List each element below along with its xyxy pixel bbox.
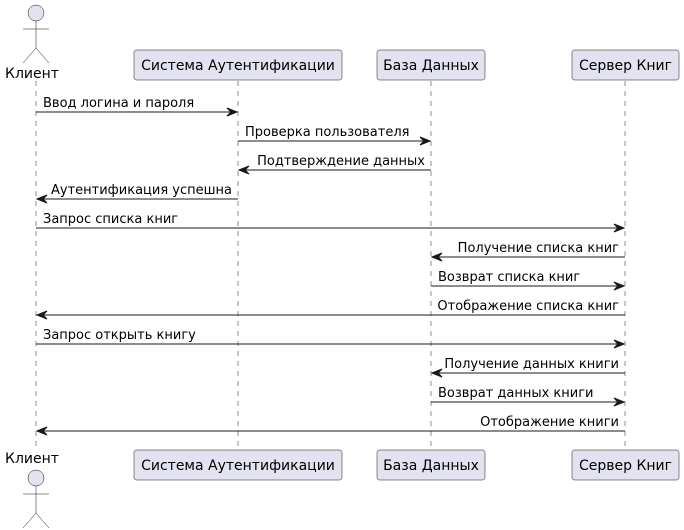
arrowhead-icon xyxy=(613,339,626,349)
arrowhead-icon xyxy=(419,136,432,146)
message-9: Запрос открыть книгу xyxy=(36,328,626,349)
message-label: Проверка пользователя xyxy=(245,125,409,140)
participant-label: Сервер Книг xyxy=(579,58,672,74)
actor-icon xyxy=(22,4,50,64)
participants-top: Клиент Система Аутентификации База Данных С… xyxy=(5,4,680,82)
actor-client-top: Клиент xyxy=(5,4,59,82)
arrowhead-icon xyxy=(35,310,48,320)
participant-box xyxy=(376,449,486,481)
message-1: Ввод логина и пароля xyxy=(36,96,239,117)
participant-db-top: База Данных xyxy=(376,49,486,81)
message-label: Получение списка книг xyxy=(458,241,619,256)
participant-books-bottom: Сервер Книг xyxy=(571,449,680,481)
arrowhead-icon xyxy=(613,223,626,233)
message-12: Отображение книги xyxy=(35,415,625,436)
message-label: Аутентификация успешна xyxy=(51,183,232,198)
participant-box xyxy=(133,49,343,81)
actor-label: Клиент xyxy=(5,66,59,82)
message-label: Запрос открыть книгу xyxy=(43,328,196,343)
arrowhead-icon xyxy=(35,426,48,436)
participant-label: Система Аутентификации xyxy=(141,458,335,474)
participant-box xyxy=(376,49,486,81)
participant-label: Сервер Книг xyxy=(579,458,672,474)
participant-db-bottom: База Данных xyxy=(376,449,486,481)
participants-bottom: Клиент Система Аутентификации База Данных С… xyxy=(5,449,680,529)
actor-client-bottom: Клиент xyxy=(5,451,59,529)
message-11: Возврат данных книги xyxy=(431,386,626,407)
arrowhead-icon xyxy=(237,165,250,175)
message-label: Ввод логина и пароля xyxy=(43,96,194,111)
actor-label: Клиент xyxy=(5,451,59,467)
participant-auth-top: Система Аутентификации xyxy=(133,49,343,81)
participant-label: Система Аутентификации xyxy=(141,58,335,74)
message-8: Отображение списка книг xyxy=(35,299,625,320)
message-label: Возврат данных книги xyxy=(438,386,594,401)
arrowhead-icon xyxy=(35,194,48,204)
participant-box xyxy=(571,449,680,481)
message-label: Запрос списка книг xyxy=(43,212,178,227)
message-5: Запрос списка книг xyxy=(36,212,626,233)
message-label: Возврат списка книг xyxy=(438,270,580,285)
message-3: Подтверждение данных xyxy=(237,154,431,175)
message-7: Возврат списка книг xyxy=(431,270,626,291)
arrowhead-icon xyxy=(430,252,443,262)
lifelines xyxy=(35,81,626,449)
participant-label: База Данных xyxy=(383,58,479,74)
message-2: Проверка пользователя xyxy=(238,125,432,146)
message-label: Отображение книги xyxy=(480,415,619,430)
message-label: Подтверждение данных xyxy=(257,154,425,169)
message-4: Аутентификация успешна xyxy=(35,183,238,204)
message-6: Получение списка книг xyxy=(430,241,625,262)
arrowhead-icon xyxy=(430,368,443,378)
arrowhead-icon xyxy=(613,281,626,291)
participant-box xyxy=(571,49,680,81)
actor-icon xyxy=(22,469,50,529)
arrowhead-icon xyxy=(226,107,239,117)
participant-label: База Данных xyxy=(383,458,479,474)
message-label: Отображение списка книг xyxy=(437,299,619,314)
message-label: Получение данных книги xyxy=(444,357,619,372)
participant-books-top: Сервер Книг xyxy=(571,49,680,81)
arrowhead-icon xyxy=(613,397,626,407)
participant-box xyxy=(133,449,343,481)
participant-auth-bottom: Система Аутентификации xyxy=(133,449,343,481)
message-10: Получение данных книги xyxy=(430,357,625,378)
